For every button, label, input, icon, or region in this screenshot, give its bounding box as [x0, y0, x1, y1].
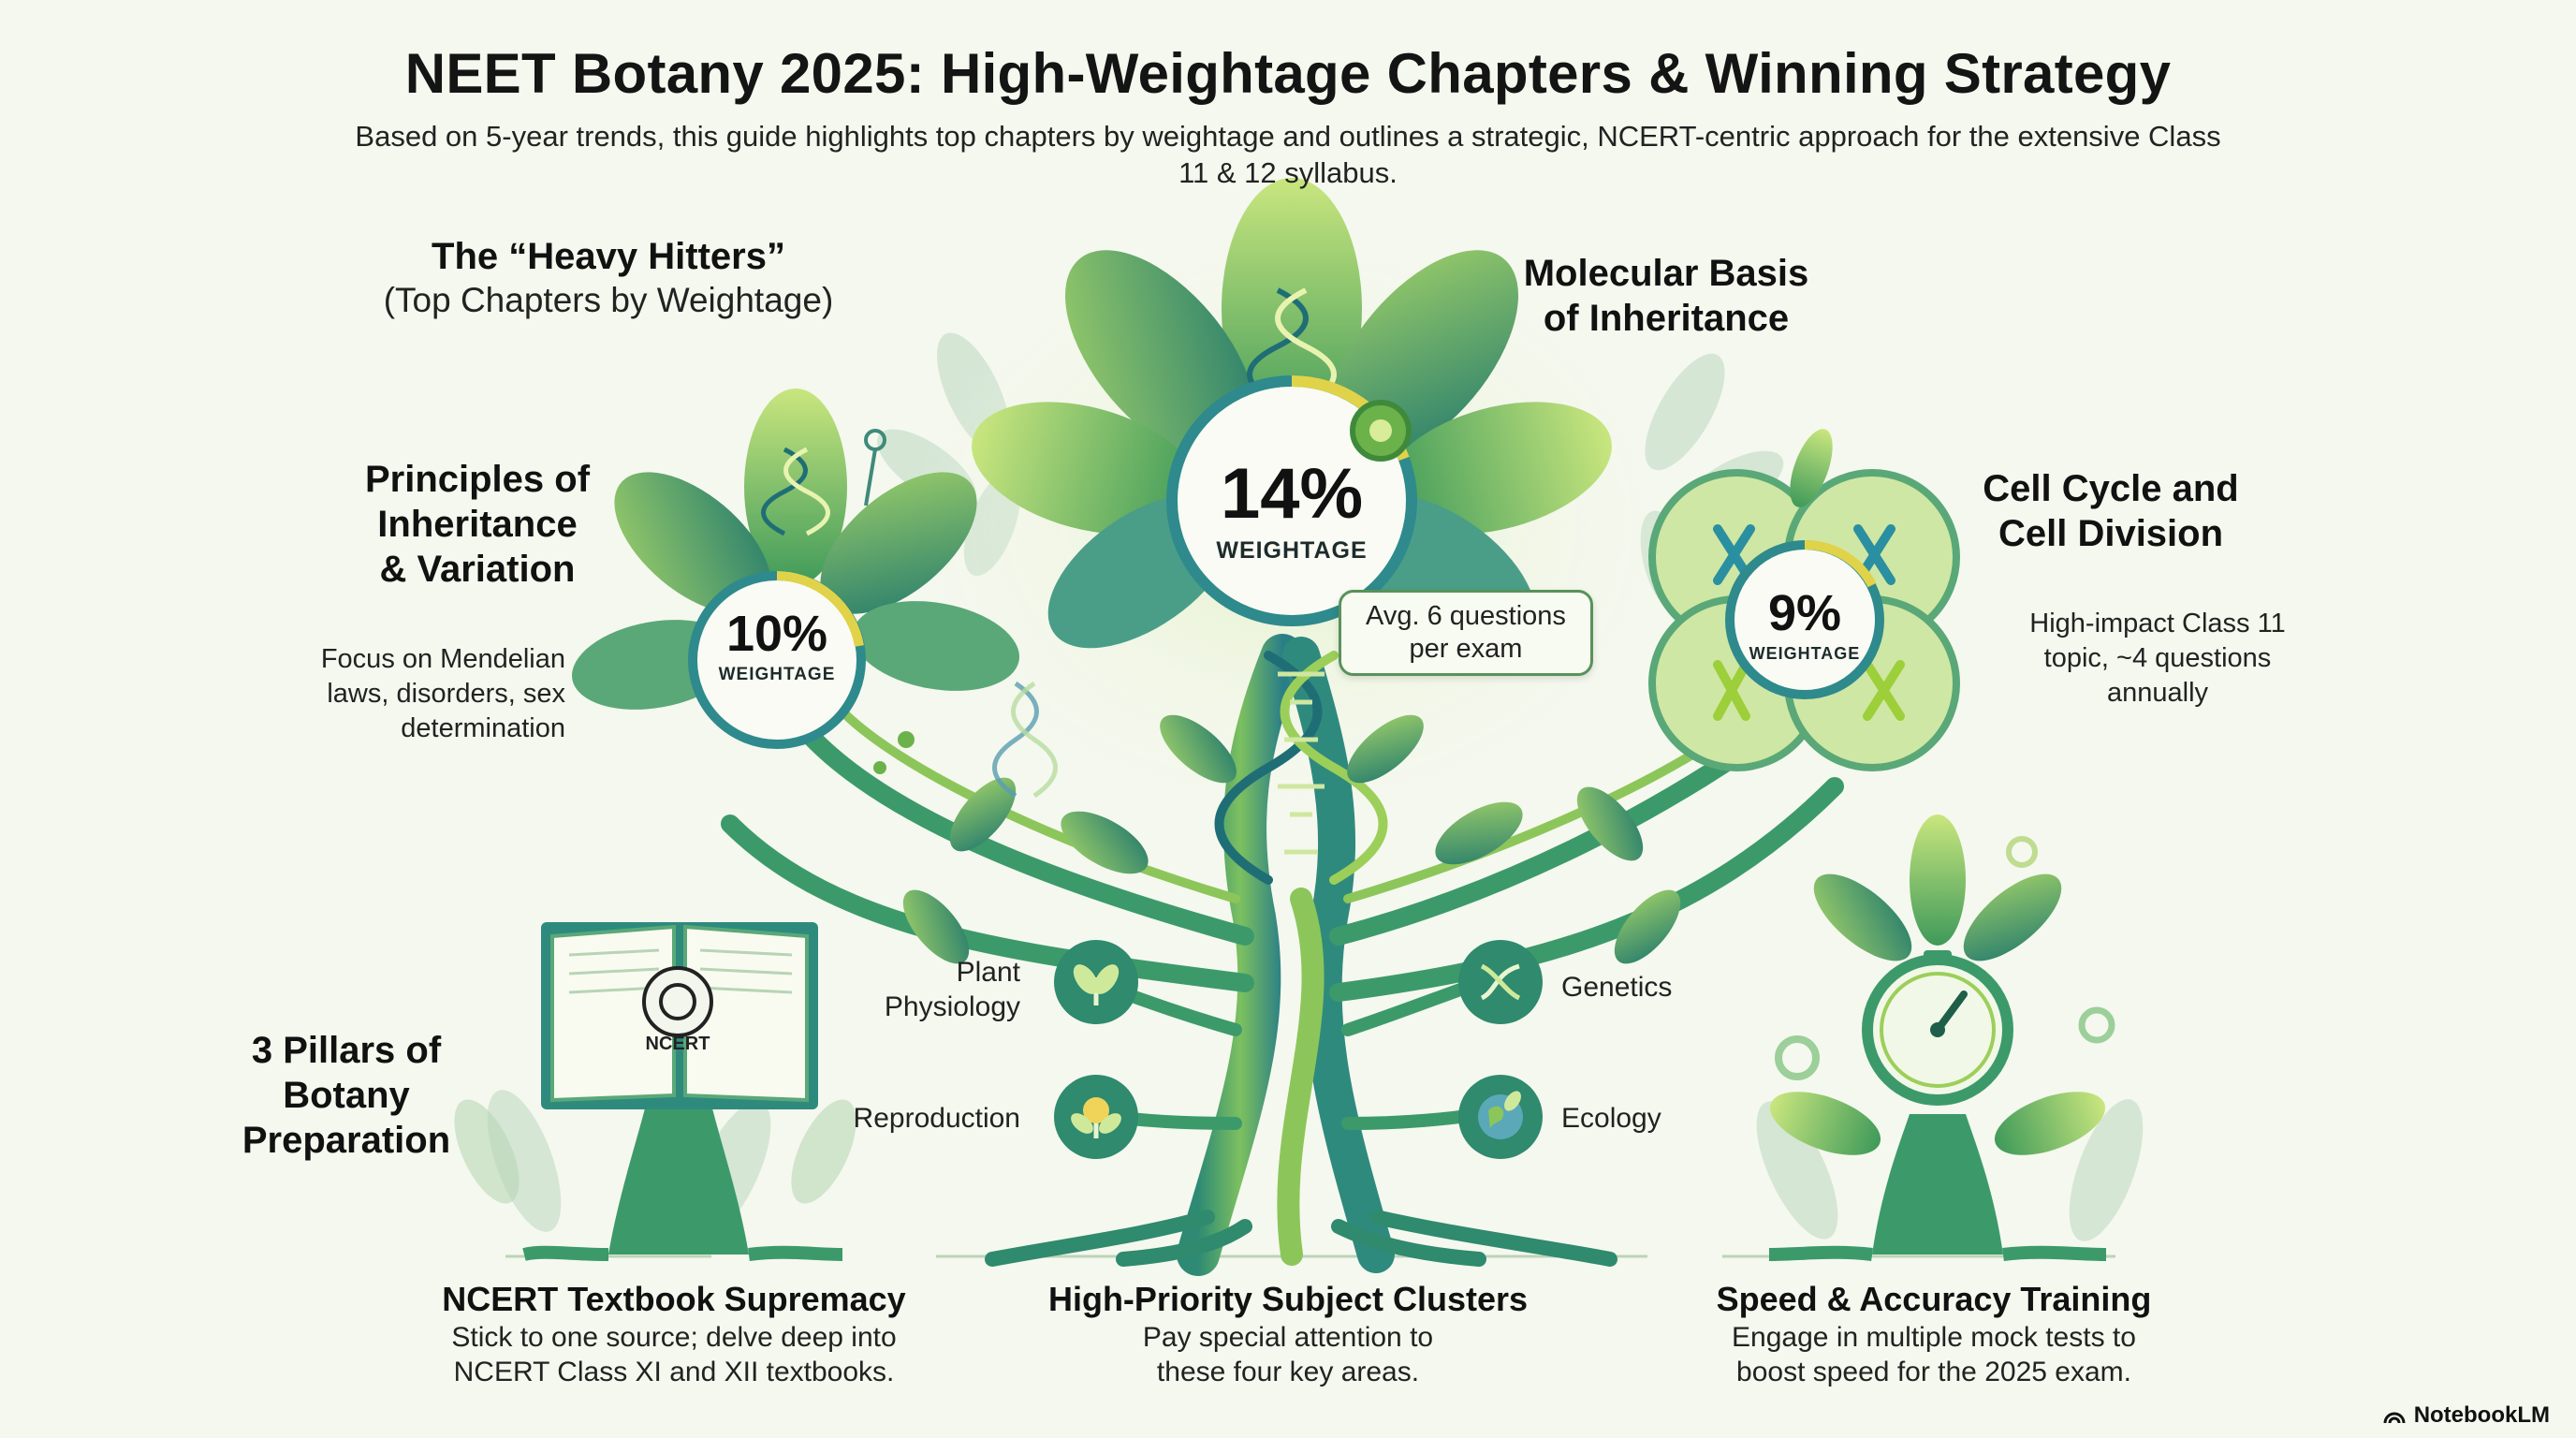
- chapter-molecular-basis-badge: 14% WEIGHTAGE: [1172, 459, 1412, 565]
- cluster-genetics-label: Genetics: [1561, 972, 1673, 1003]
- chapter-principles-inheritance-badge: 10% WEIGHTAGE: [693, 609, 861, 685]
- reproduction-icon: [1054, 1075, 1138, 1159]
- page-title: NEET Botany 2025: High-Weightage Chapter…: [404, 42, 2172, 105]
- ecology-icon: [1458, 1075, 1543, 1159]
- weightage-percent: 9%: [1767, 585, 1842, 641]
- cluster-reproduction-label: Reproduction: [853, 1103, 1020, 1134]
- questions-note-bubble: Avg. 6 questions per exam: [1339, 590, 1593, 676]
- pillar-title: NCERT Textbook Supremacy: [442, 1280, 906, 1318]
- cluster-plant-physiology-label: Plant Physiology: [884, 957, 1020, 1022]
- weightage-label: WEIGHTAGE: [718, 665, 836, 684]
- pillar-desc: Pay special attention to these four key …: [1142, 1322, 1434, 1387]
- heavy-hitters-heading: The “Heavy Hitters” (Top Chapters by Wei…: [309, 234, 908, 322]
- notebooklm-logo-icon: [2383, 1412, 2406, 1424]
- weightage-label: WEIGHTAGE: [1216, 537, 1368, 564]
- pillar-title: High-Priority Subject Clusters: [1047, 1280, 1529, 1318]
- chapter-principles-inheritance-desc: Focus on Mendelian laws, disorders, sex …: [320, 644, 565, 743]
- pillar-title: Speed & Accuracy Training: [1716, 1280, 2152, 1318]
- ncert-book-label: NCERT: [645, 1034, 710, 1054]
- pillars-heading: 3 Pillars of Botany Preparation: [242, 1030, 451, 1161]
- chapter-principles-inheritance-title: Principles of Inheritance & Variation: [364, 459, 591, 590]
- pillar-speed-accuracy: Speed & Accuracy Training Engage in mult…: [1644, 1279, 2224, 1389]
- pillar-ncert-supremacy: NCERT Textbook Supremacy Stick to one so…: [384, 1279, 964, 1389]
- pillar-desc: Stick to one source; delve deep into NCE…: [451, 1322, 897, 1387]
- chapter-molecular-basis-title: Molecular Basis of Inheritance: [1523, 253, 1809, 339]
- cluster-ecology-label: Ecology: [1561, 1103, 1661, 1134]
- plant-physiology-icon: [1054, 940, 1138, 1024]
- weightage-percent: 10%: [725, 606, 828, 662]
- heavy-hitters-title: The “Heavy Hitters”: [432, 236, 785, 277]
- pillar-desc: Engage in multiple mock tests to boost s…: [1732, 1322, 2136, 1387]
- heavy-hitters-subtitle: (Top Chapters by Weightage): [383, 281, 834, 319]
- brand-label: NotebookLM: [2413, 1402, 2550, 1428]
- weightage-percent: 14%: [1220, 454, 1364, 534]
- chapter-cell-cycle-title: Cell Cycle and Cell Division: [1983, 468, 2239, 554]
- pillar-subject-clusters: High-Priority Subject Clusters Pay speci…: [998, 1279, 1578, 1389]
- weightage-label: WEIGHTAGE: [1749, 644, 1861, 663]
- genetics-icon: [1458, 940, 1543, 1024]
- chapter-cell-cycle-desc: High-impact Class 11 topic, ~4 questions…: [2029, 609, 2286, 708]
- page-subtitle: Based on 5-year trends, this guide highl…: [355, 120, 2221, 189]
- notebooklm-brand: NotebookLM: [2382, 1402, 2550, 1429]
- chapter-cell-cycle-badge: 9% WEIGHTAGE: [1730, 588, 1880, 664]
